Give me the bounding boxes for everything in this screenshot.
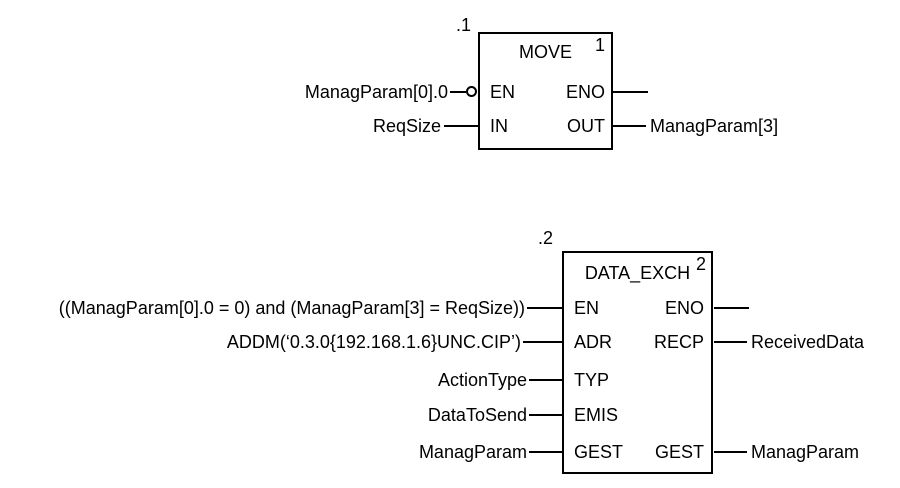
pin-in: IN bbox=[490, 116, 508, 136]
output-arg-out: ManagParam[3] bbox=[650, 116, 779, 136]
function-block-data-exch: 2 DATA_EXCH EN ADR TYP EMIS GEST ENO REC… bbox=[562, 251, 713, 474]
wire-recp-output bbox=[714, 341, 747, 343]
wire-gest-input bbox=[529, 451, 562, 453]
input-arg-en: ((ManagParam[0].0 = 0) and (ManagParam[3… bbox=[58, 298, 525, 318]
input-arg-en: ManagParam[0].0 bbox=[304, 82, 448, 102]
input-arg-gest: ManagParam bbox=[418, 442, 527, 462]
pin-out: OUT bbox=[567, 116, 605, 136]
input-arg-emis: DataToSend bbox=[427, 405, 527, 425]
block-order-number-move: 1 bbox=[594, 35, 605, 55]
pin-gest-out: GEST bbox=[654, 442, 704, 462]
block-ref-label-data-exch: .2 bbox=[538, 228, 554, 248]
input-arg-in: ReqSize bbox=[372, 116, 441, 136]
block-title-move: MOVE bbox=[518, 42, 572, 62]
pin-recp: RECP bbox=[653, 332, 704, 352]
block-ref-label-move: .1 bbox=[455, 15, 471, 35]
wire-adr-input bbox=[523, 341, 562, 343]
function-block-move: 1 MOVE EN IN ENO OUT bbox=[478, 32, 613, 150]
pin-typ: TYP bbox=[574, 370, 610, 390]
wire-eno-output bbox=[714, 307, 749, 309]
input-arg-adr: ADDM(‘0.3.0{192.168.1.6}UNC.CIP’) bbox=[226, 332, 521, 352]
wire-en-input bbox=[527, 307, 562, 309]
wire-typ-input bbox=[529, 379, 562, 381]
wire-en-input bbox=[450, 91, 466, 93]
pin-eno: ENO bbox=[565, 82, 605, 102]
block-title-data-exch: DATA_EXCH bbox=[584, 263, 691, 283]
pin-en: EN bbox=[490, 82, 516, 102]
input-arg-typ: ActionType bbox=[437, 370, 527, 390]
pin-gest-in: GEST bbox=[574, 442, 624, 462]
wire-eno-output bbox=[613, 91, 648, 93]
wire-gest-output bbox=[714, 451, 747, 453]
wire-in-input bbox=[444, 125, 478, 127]
wire-out-output bbox=[613, 125, 646, 127]
pin-emis: EMIS bbox=[574, 405, 619, 425]
pin-adr: ADR bbox=[574, 332, 613, 352]
pin-en: EN bbox=[574, 298, 600, 318]
wire-emis-input bbox=[529, 414, 562, 416]
block-order-number-data-exch: 2 bbox=[695, 254, 706, 274]
output-arg-gest: ManagParam bbox=[751, 442, 860, 462]
negated-input-circle bbox=[466, 86, 477, 97]
pin-eno: ENO bbox=[664, 298, 704, 318]
output-arg-recp: ReceivedData bbox=[751, 332, 865, 352]
